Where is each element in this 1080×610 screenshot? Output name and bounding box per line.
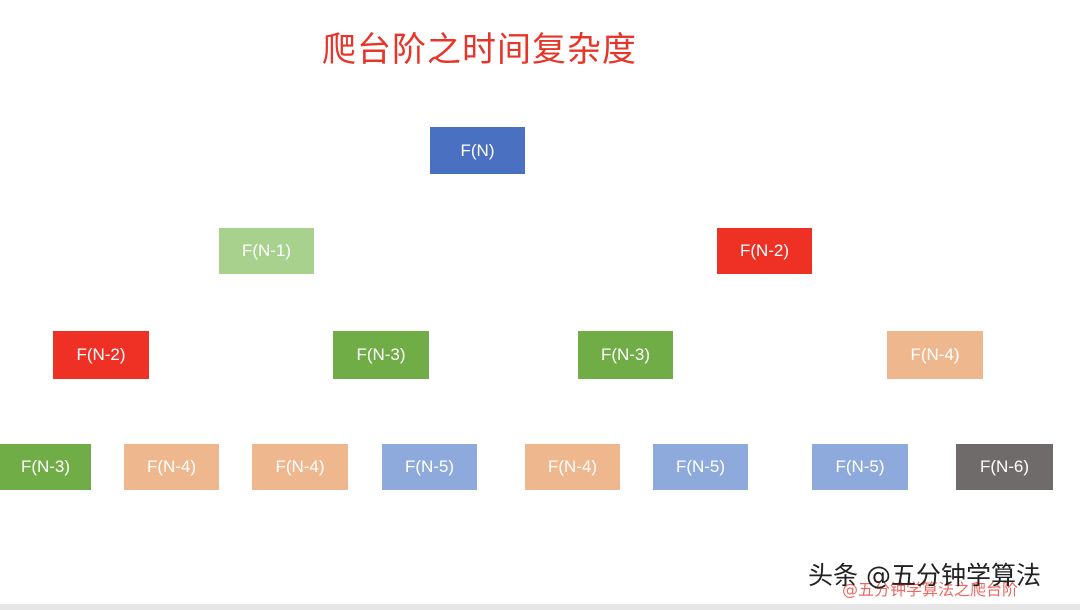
- page-title: 爬台阶之时间复杂度: [322, 30, 637, 70]
- tree-node-l3-0: F(N-3): [0, 444, 91, 490]
- tree-node-l2-0: F(N-2): [53, 331, 149, 379]
- tree-node-l1-1: F(N-2): [717, 228, 812, 274]
- tree-node-l3-7: F(N-6): [956, 444, 1053, 490]
- tree-node-l2-2: F(N-3): [578, 331, 673, 379]
- tree-node-root: F(N): [430, 127, 525, 174]
- tree-node-l3-2: F(N-4): [252, 444, 348, 490]
- tree-node-l3-5: F(N-5): [653, 444, 748, 490]
- tree-node-l3-4: F(N-4): [525, 444, 620, 490]
- watermark-main: 头条 @五分钟学算法: [808, 561, 1041, 590]
- tree-node-l3-1: F(N-4): [124, 444, 219, 490]
- bottom-strip: [0, 604, 1080, 610]
- tree-node-l3-6: F(N-5): [812, 444, 908, 490]
- tree-node-l2-3: F(N-4): [887, 331, 983, 379]
- watermark-sub: @五分钟学算法之爬台阶: [842, 580, 1019, 599]
- tree-node-l2-1: F(N-3): [333, 331, 429, 379]
- tree-node-l1-0: F(N-1): [219, 228, 314, 274]
- tree-node-l3-3: F(N-5): [382, 444, 477, 490]
